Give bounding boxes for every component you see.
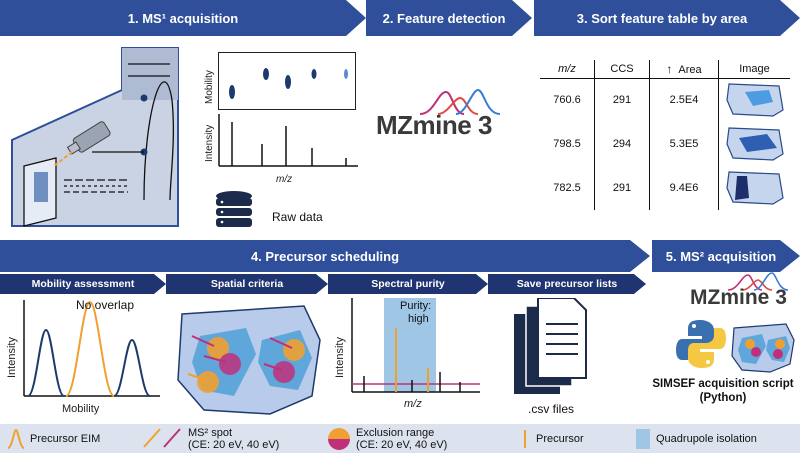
ms1-spectrum bbox=[218, 114, 358, 167]
stage-1-title: 1. MS¹ acquisition bbox=[127, 10, 239, 26]
row-2-mz: 798.5 bbox=[553, 138, 581, 150]
database-icon bbox=[216, 191, 252, 227]
purity-label-line1: Purity: bbox=[400, 300, 432, 312]
spectral-purity-plot bbox=[351, 298, 480, 393]
no-overlap-label: No overlap bbox=[76, 298, 135, 312]
row-3-image bbox=[718, 166, 790, 210]
eim-icon bbox=[7, 428, 25, 449]
stage-4-title: 4. Precursor scheduling bbox=[250, 248, 400, 264]
script-label-line1: SIMSEF acquisition script bbox=[652, 378, 794, 390]
legend-quad-label: Quadrupole isolation bbox=[656, 432, 757, 445]
csv-files-label: .csv files bbox=[528, 402, 575, 416]
mobility-intensity-label: Intensity bbox=[6, 337, 18, 378]
quadrupole-swatch-icon bbox=[636, 428, 650, 449]
substage-mobility-title: Mobility assessment bbox=[31, 278, 135, 290]
row-2-image bbox=[718, 122, 790, 166]
purity-intensity-label: Intensity bbox=[334, 337, 346, 378]
legend-precursor: Precursor bbox=[520, 424, 584, 453]
exclusion-range-icon bbox=[328, 427, 350, 450]
mzmine-logo-small-name: MZmine bbox=[690, 286, 770, 309]
mzmine-logo-peaks bbox=[420, 88, 500, 115]
precursor-icon bbox=[524, 429, 526, 448]
row-1-mz: 760.6 bbox=[553, 94, 581, 107]
table-header-mz: m/z bbox=[540, 60, 595, 79]
csv-files-icon bbox=[514, 298, 587, 394]
stage-5-banner: 5. MS² acquisition bbox=[652, 240, 800, 272]
mobility-mz-heatmap bbox=[218, 52, 356, 110]
script-label-line2: (Python) bbox=[699, 392, 747, 404]
substage-spatial-title: Spatial criteria bbox=[210, 278, 284, 290]
legend-bar: Precursor EIM MS² spot (CE: 20 eV, 40 eV… bbox=[0, 424, 800, 453]
legend-spot: MS² spot (CE: 20 eV, 40 eV) bbox=[140, 424, 279, 453]
mzmine-logo-small-version: 3 bbox=[775, 286, 787, 309]
legend-excl-line1: Exclusion range bbox=[356, 426, 435, 439]
row-3-mz: 782.5 bbox=[553, 182, 581, 194]
ms1-intensity-label: Intensity bbox=[204, 124, 215, 162]
ms2-tissue-map bbox=[731, 323, 795, 373]
substage-purity-banner: Spectral purity bbox=[328, 274, 488, 294]
legend-eim-label: Precursor EIM bbox=[30, 432, 101, 445]
stage-3-title: 3. Sort feature table by area bbox=[576, 10, 748, 26]
legend-exclusion: Exclusion range (CE: 20 eV, 40 eV) bbox=[326, 424, 447, 453]
legend-spot-line1: MS² spot bbox=[188, 426, 233, 439]
legend-spot-line2: (CE: 20 eV, 40 eV) bbox=[188, 438, 280, 451]
mzmine-logo: MZmine 3 bbox=[376, 110, 492, 141]
mzmine-logo-peaks-small bbox=[728, 272, 788, 291]
sort-up-arrow-icon: ↑ bbox=[666, 61, 673, 76]
row-2-ccs: 294 bbox=[594, 122, 650, 166]
mzmine-logo-name: MZmine bbox=[376, 110, 472, 140]
substage-save-title: Save precursor lists bbox=[516, 278, 618, 290]
raw-data-label: Raw data bbox=[272, 210, 323, 224]
mzmine-logo-small: MZmine 3 bbox=[690, 286, 787, 310]
table-row: 782.5 291 9.4E6 bbox=[540, 166, 790, 210]
legend-precursor-label: Precursor bbox=[536, 432, 584, 445]
row-3-area: 9.4E6 bbox=[649, 166, 719, 210]
tissue-image-2 bbox=[725, 126, 784, 161]
mobility-axis-label: Mobility bbox=[62, 403, 100, 415]
row-1-ccs: 291 bbox=[594, 78, 650, 122]
purity-label-line2: high bbox=[408, 313, 429, 325]
feature-table: m/z CCS ↑ Area Image 760.6 291 2.5E4 798.… bbox=[540, 60, 790, 210]
python-logo-icon bbox=[676, 320, 726, 368]
tissue-image-1 bbox=[725, 83, 784, 117]
stage-2-banner: 2. Feature detection bbox=[366, 0, 532, 36]
row-3-ccs: 291 bbox=[594, 166, 650, 210]
ms1-mobility-label: Mobility bbox=[204, 70, 215, 104]
stage-5-title: 5. MS² acquisition bbox=[665, 248, 777, 264]
purity-mz-label: m/z bbox=[404, 398, 422, 410]
table-row: 760.6 291 2.5E4 bbox=[540, 78, 790, 122]
substage-mobility-banner: Mobility assessment bbox=[0, 274, 166, 294]
substage-spatial-banner: Spatial criteria bbox=[166, 274, 328, 294]
mzmine-logo-version: 3 bbox=[477, 110, 492, 140]
stage-1-banner: 1. MS¹ acquisition bbox=[0, 0, 366, 36]
mass-spectrometer-illustration bbox=[11, 47, 179, 227]
substage-save-banner: Save precursor lists bbox=[488, 274, 646, 294]
table-header-area: ↑ Area bbox=[649, 60, 719, 79]
tissue-image-3 bbox=[725, 170, 784, 205]
row-2-area: 5.3E5 bbox=[649, 122, 719, 166]
mobility-eim-plot bbox=[23, 300, 160, 397]
row-1-area: 2.5E4 bbox=[649, 78, 719, 122]
table-header-image: Image bbox=[718, 60, 790, 79]
row-1-image bbox=[718, 78, 790, 122]
legend-quad: Quadrupole isolation bbox=[636, 424, 757, 453]
table-header-ccs: CCS bbox=[594, 60, 650, 79]
stage-2-title: 2. Feature detection bbox=[382, 10, 506, 26]
spatial-criteria-tissue-map bbox=[177, 305, 321, 415]
table-row: 798.5 294 5.3E5 bbox=[540, 122, 790, 166]
legend-excl-line2: (CE: 20 eV, 40 eV) bbox=[356, 438, 448, 451]
stage-3-banner: 3. Sort feature table by area bbox=[534, 0, 800, 36]
substage-purity-title: Spectral purity bbox=[371, 278, 445, 290]
stage-4-banner: 4. Precursor scheduling bbox=[0, 240, 650, 272]
ms1-mz-label: m/z bbox=[276, 174, 293, 185]
mobility-heatmap-spots bbox=[229, 68, 348, 99]
legend-eim: Precursor EIM bbox=[6, 424, 100, 453]
ms2-spot-arrows-icon bbox=[143, 427, 181, 448]
table-header-area-text: Area bbox=[678, 63, 702, 76]
